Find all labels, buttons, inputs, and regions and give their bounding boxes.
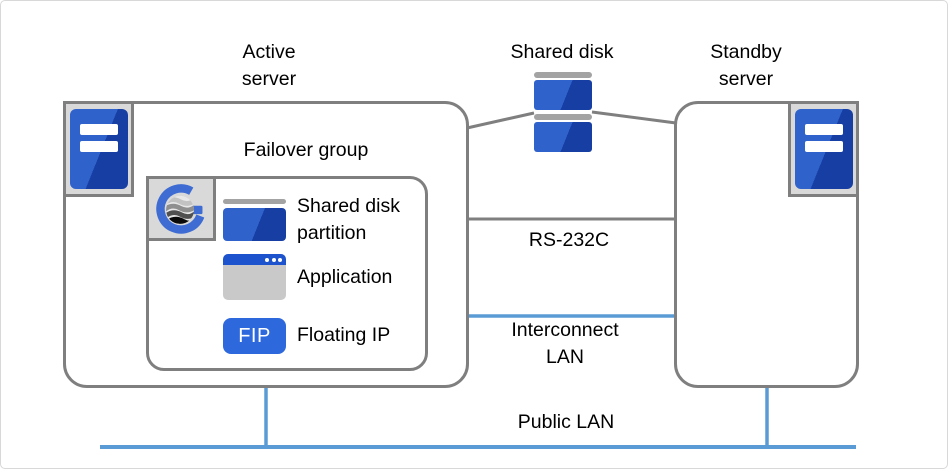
shared-disk-icon	[534, 72, 592, 152]
interconnect-lan-label: Interconnect LAN	[511, 319, 619, 368]
active-server-icon	[63, 101, 134, 197]
application-label: Application	[297, 266, 393, 288]
shared-disk-partition-label: Shared disk partition	[297, 195, 400, 244]
floating-ip-label: Floating IP	[297, 324, 391, 346]
standby-server-icon	[788, 101, 859, 197]
public-lan-label: Public LAN	[517, 411, 615, 433]
standby-server-label: Standby server	[710, 41, 782, 90]
san-link-active-line	[466, 111, 535, 130]
failover-group-box	[146, 176, 428, 371]
failover-group-label: Failover group	[243, 139, 369, 161]
active-server-label: Active server	[241, 41, 297, 90]
expresscluster-logo	[146, 176, 216, 241]
fip-badge: FIP	[223, 318, 286, 354]
expresscluster-logo-icon	[156, 183, 205, 234]
server-tower-icon	[69, 109, 128, 189]
server-tower-icon	[794, 109, 853, 189]
shared-disk-label: Shared disk	[510, 41, 614, 63]
shared-disk-partition-icon	[223, 199, 286, 241]
rs232c-label: RS-232C	[528, 229, 610, 251]
disk-unit-icon	[534, 114, 592, 152]
application-window-icon	[223, 254, 286, 300]
san-link-standby-line	[591, 110, 677, 125]
disk-unit-icon	[534, 72, 592, 110]
application-titlebar	[223, 254, 286, 265]
fip-badge-label: FIP	[238, 324, 271, 347]
